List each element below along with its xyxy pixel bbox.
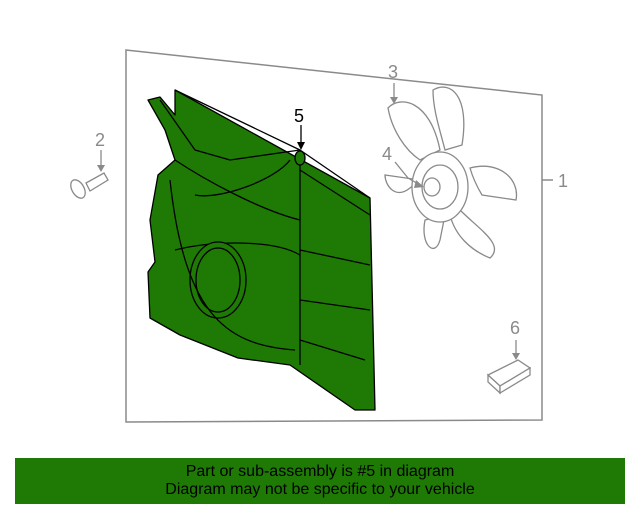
callout-6: 6 <box>510 318 520 338</box>
callout-6-arrow <box>512 353 520 360</box>
callout-3: 3 <box>388 62 398 82</box>
banner-line-1: Part or sub-assembly is #5 in diagram <box>185 463 455 480</box>
callout-4-arrow <box>414 180 424 188</box>
fan-blade-part <box>384 86 518 259</box>
callout-1: 1 <box>558 171 568 191</box>
parts-diagram: 1 2 5 3 <box>70 49 568 423</box>
assembly-outline <box>125 49 543 423</box>
fan-shroud-part <box>147 89 376 411</box>
callout-2-arrow <box>97 165 105 172</box>
callout-5-arrow <box>297 142 305 150</box>
callout-2: 2 <box>95 130 105 150</box>
callout-3-arrow <box>390 97 398 104</box>
callout-5: 5 <box>294 106 304 126</box>
info-banner: Part or sub-assembly is #5 in diagram Di… <box>15 458 625 504</box>
banner-line-2: Diagram may not be specific to your vehi… <box>165 481 475 498</box>
bolt-part <box>70 172 109 199</box>
clip-part <box>486 359 532 395</box>
callout-4: 4 <box>382 144 392 164</box>
